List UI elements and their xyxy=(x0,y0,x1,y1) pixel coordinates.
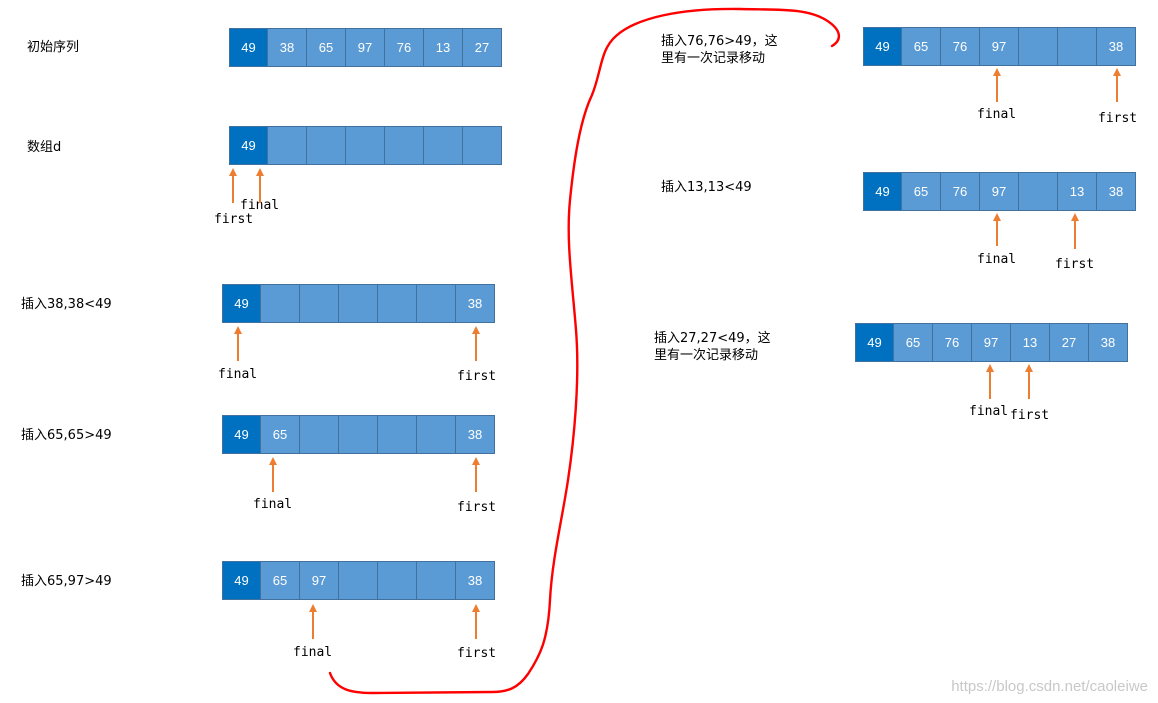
array-cell xyxy=(385,126,424,165)
first-pointer-label: first xyxy=(457,369,497,384)
array-cell xyxy=(424,126,463,165)
array-cell: 76 xyxy=(933,323,972,362)
array-cell: 65 xyxy=(261,561,300,600)
array-cell: 38 xyxy=(1089,323,1128,362)
array-cell xyxy=(339,415,378,454)
array-cell: 49 xyxy=(863,27,902,66)
first-pointer-label: first xyxy=(1010,408,1050,423)
array-cell: 38 xyxy=(456,561,495,600)
first-pointer-label: first xyxy=(1098,111,1138,126)
array-cell: 27 xyxy=(1050,323,1089,362)
step-label: 插入65,65>49 xyxy=(21,428,112,443)
final-pointer-label: final xyxy=(977,252,1017,267)
step-label: 插入65,97>49 xyxy=(21,574,112,589)
array-cell: 65 xyxy=(261,415,300,454)
array-cell xyxy=(417,415,456,454)
array-cell xyxy=(378,284,417,323)
array-cell: 38 xyxy=(456,415,495,454)
first-pointer-label: first xyxy=(457,646,497,661)
final-pointer-label: final xyxy=(293,645,333,660)
array-cell xyxy=(1019,172,1058,211)
array-cell: 97 xyxy=(980,27,1019,66)
array-cell: 97 xyxy=(972,323,1011,362)
array-cell: 49 xyxy=(222,561,261,600)
array-cell xyxy=(417,284,456,323)
first-pointer-label: first xyxy=(214,212,254,227)
array-cell xyxy=(339,284,378,323)
array-cell xyxy=(307,126,346,165)
final-pointer-label: final xyxy=(253,497,293,512)
array-cell: 65 xyxy=(894,323,933,362)
array-row: 49 38 xyxy=(222,284,495,323)
array-cell: 97 xyxy=(300,561,339,600)
step-label: 初始序列 xyxy=(27,40,80,55)
array-cell xyxy=(268,126,307,165)
watermark: https://blog.csdn.net/caoleiwe xyxy=(951,678,1148,695)
array-cell: 13 xyxy=(1058,172,1097,211)
step-label: 插入38,38<49 xyxy=(21,297,112,312)
array-cell: 38 xyxy=(268,28,307,67)
step-label: 里有一次记录移动 xyxy=(654,348,759,363)
array-cell xyxy=(1019,27,1058,66)
step-label: 插入13,13<49 xyxy=(661,180,752,195)
array-cell: 97 xyxy=(980,172,1019,211)
first-pointer-label: first xyxy=(457,500,497,515)
array-cell: 97 xyxy=(346,28,385,67)
array-cell xyxy=(1058,27,1097,66)
array-cell xyxy=(378,561,417,600)
step-label: 数组d xyxy=(27,140,62,155)
array-cell: 38 xyxy=(1097,27,1136,66)
array-cell: 76 xyxy=(941,27,980,66)
final-pointer-label: final xyxy=(240,198,280,213)
final-pointer-label: final xyxy=(977,107,1017,122)
array-cell: 49 xyxy=(222,284,261,323)
array-cell: 76 xyxy=(941,172,980,211)
flow-continuation-curve xyxy=(328,7,840,695)
array-cell xyxy=(339,561,378,600)
step-label: 插入27,27<49，这 xyxy=(654,331,771,346)
array-cell xyxy=(463,126,502,165)
array-row: 49 xyxy=(229,126,502,165)
array-cell xyxy=(346,126,385,165)
final-pointer-label: final xyxy=(969,404,1009,419)
first-pointer-label: first xyxy=(1055,257,1095,272)
array-cell xyxy=(378,415,417,454)
array-cell xyxy=(261,284,300,323)
array-cell xyxy=(300,415,339,454)
array-cell: 76 xyxy=(385,28,424,67)
array-cell: 27 xyxy=(463,28,502,67)
step-label: 插入76,76>49，这 xyxy=(661,34,778,49)
array-cell: 65 xyxy=(902,27,941,66)
array-cell: 38 xyxy=(456,284,495,323)
array-cell: 65 xyxy=(307,28,346,67)
array-cell: 49 xyxy=(229,28,268,67)
step-label: 里有一次记录移动 xyxy=(661,51,766,66)
array-cell: 49 xyxy=(855,323,894,362)
array-cell: 49 xyxy=(863,172,902,211)
final-pointer-label: final xyxy=(218,367,258,382)
array-cell: 49 xyxy=(229,126,268,165)
array-cell: 38 xyxy=(1097,172,1136,211)
array-cell: 13 xyxy=(1011,323,1050,362)
array-cell: 49 xyxy=(222,415,261,454)
array-cell: 65 xyxy=(902,172,941,211)
array-cell: 13 xyxy=(424,28,463,67)
array-cell xyxy=(300,284,339,323)
array-cell xyxy=(417,561,456,600)
